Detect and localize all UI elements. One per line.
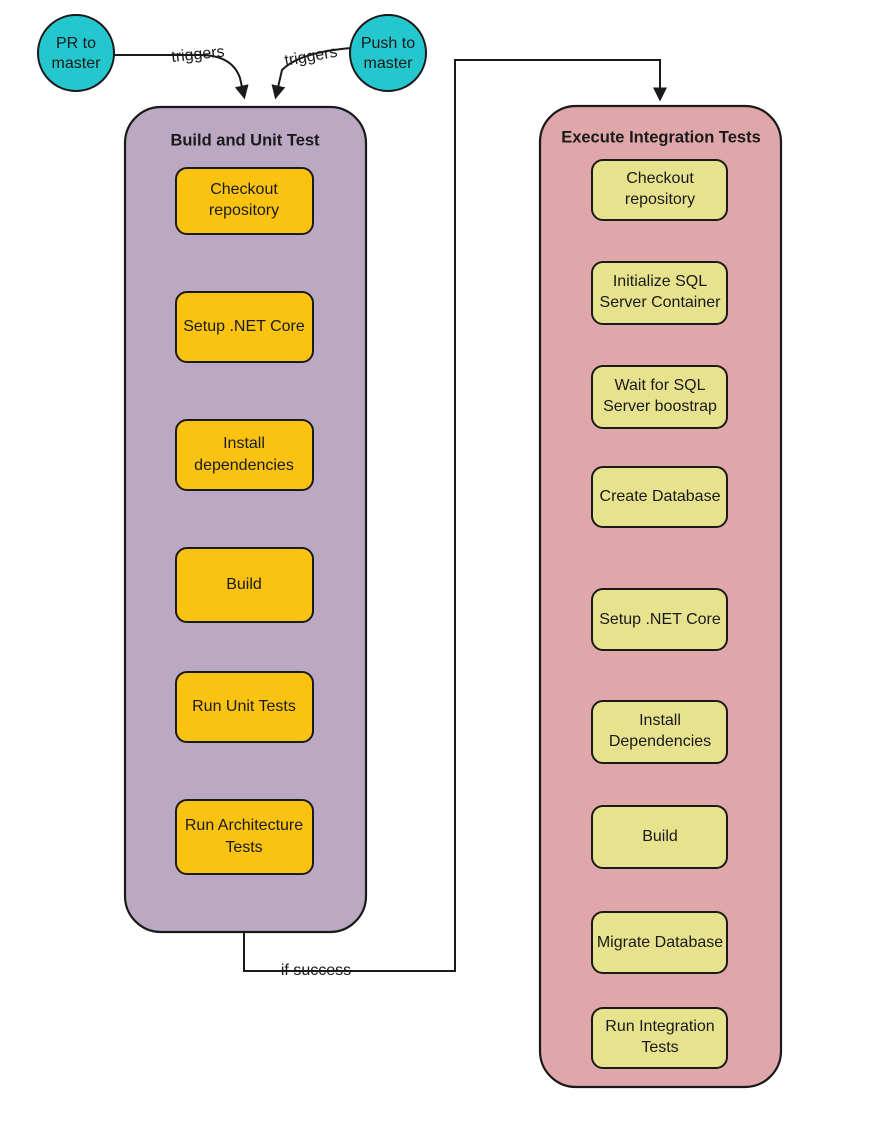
- node-right-1-line1: Initialize SQL: [613, 273, 707, 290]
- edge-push-to-build: [271, 47, 353, 100]
- node-right-checkout-repository[interactable]: Checkout repository: [591, 159, 728, 221]
- cluster-build-and-unit-test: Build and Unit Test Checkout repository …: [123, 105, 368, 934]
- node-right-0-line1: Checkout: [626, 170, 694, 187]
- node-right-8-line1: Run Integration: [605, 1018, 714, 1035]
- edge-pr-to-build: [114, 54, 249, 100]
- cluster-build-and-unit-test-title: Build and Unit Test: [170, 131, 320, 149]
- node-right-run-integration-tests[interactable]: Run Integration Tests: [591, 1007, 728, 1069]
- node-left-run-architecture-tests[interactable]: Run Architecture Tests: [175, 799, 314, 875]
- node-left-setup-dotnet-core[interactable]: Setup .NET Core: [175, 291, 314, 363]
- node-right-wait-for-sql-server-bootstrap[interactable]: Wait for SQL Server boostrap: [591, 365, 728, 429]
- node-left-2-line1: Install: [223, 435, 265, 452]
- node-push-to-master-line1: Push to: [361, 35, 415, 52]
- node-right-0-line2: repository: [625, 191, 695, 208]
- node-right-3-line1: Create Database: [600, 488, 721, 505]
- node-pr-to-master-line2: master: [52, 55, 102, 72]
- edge-label-if-success: if success: [281, 962, 351, 979]
- node-right-2-line2: Server boostrap: [603, 398, 717, 415]
- node-push-to-master[interactable]: Push to master: [349, 14, 427, 92]
- node-right-migrate-database[interactable]: Migrate Database: [591, 911, 728, 974]
- node-left-0-line1: Checkout: [210, 181, 278, 198]
- node-right-create-database[interactable]: Create Database: [591, 466, 728, 528]
- node-left-5-line1: Run Architecture: [185, 817, 303, 834]
- node-left-checkout-repository[interactable]: Checkout repository: [175, 167, 314, 235]
- node-right-2-line1: Wait for SQL: [615, 377, 706, 394]
- node-pr-to-master[interactable]: PR to master: [37, 14, 115, 92]
- node-left-0-line2: repository: [209, 202, 279, 219]
- node-right-5-line1: Install: [639, 712, 681, 729]
- node-pr-to-master-line1: PR to: [56, 35, 96, 52]
- node-push-to-master-line2: master: [364, 55, 414, 72]
- edge-label-triggers-pr: triggers: [171, 43, 226, 65]
- node-left-3-line1: Build: [226, 576, 262, 593]
- edge-if-success: [243, 59, 667, 972]
- node-left-2-line2: dependencies: [194, 457, 294, 474]
- node-left-build[interactable]: Build: [175, 547, 314, 623]
- node-left-4-line1: Run Unit Tests: [192, 698, 296, 715]
- node-right-build[interactable]: Build: [591, 805, 728, 869]
- node-left-5-line2: Tests: [225, 839, 262, 856]
- node-right-7-line1: Migrate Database: [597, 934, 723, 951]
- node-right-8-line2: Tests: [641, 1039, 678, 1056]
- node-right-initialize-sql-server-container[interactable]: Initialize SQL Server Container: [591, 261, 728, 325]
- node-left-1-line1: Setup .NET Core: [183, 318, 305, 335]
- node-right-1-line2: Server Container: [600, 294, 722, 311]
- node-left-install-dependencies[interactable]: Install dependencies: [175, 419, 314, 491]
- node-left-run-unit-tests[interactable]: Run Unit Tests: [175, 671, 314, 743]
- node-right-6-line1: Build: [642, 828, 678, 845]
- node-right-install-dependencies[interactable]: Install Dependencies: [591, 700, 728, 764]
- cluster-execute-integration-tests-title: Execute Integration Tests: [561, 128, 761, 146]
- node-right-5-line2: Dependencies: [609, 733, 711, 750]
- node-right-setup-dotnet-core[interactable]: Setup .NET Core: [591, 588, 728, 651]
- cluster-execute-integration-tests: Execute Integration Tests Checkout repos…: [538, 104, 783, 1089]
- node-right-4-line1: Setup .NET Core: [599, 611, 721, 628]
